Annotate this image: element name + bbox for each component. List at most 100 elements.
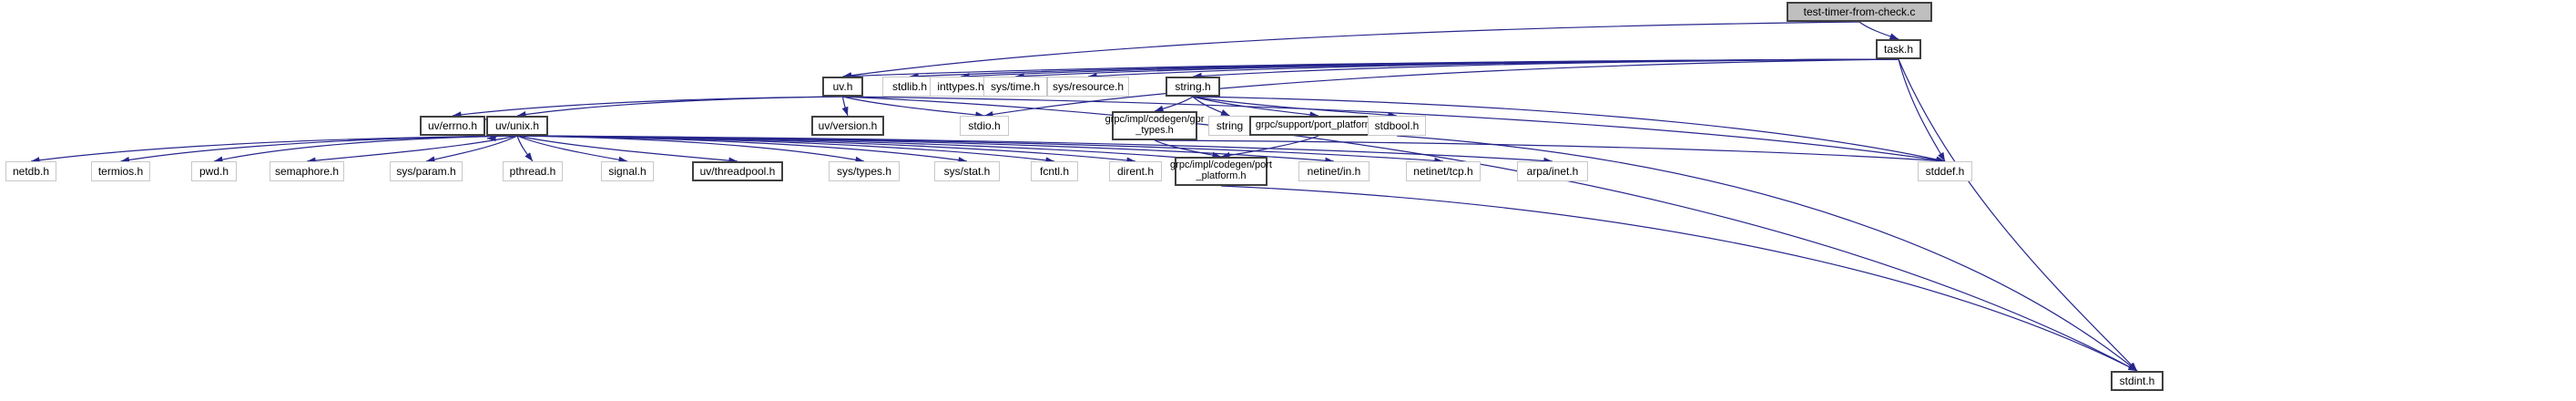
node-label: sys/time.h (990, 79, 1040, 93)
graph-node-pthread-h[interactable]: pthread.h (503, 161, 563, 181)
graph-node-dirent-h[interactable]: dirent.h (1109, 161, 1162, 181)
graph-edge (1192, 96, 1319, 118)
node-label: stdlib.h (891, 79, 928, 93)
graph-edge (1192, 58, 1899, 79)
node-label: test-timer-from-check.c (1803, 5, 1916, 18)
graph-edge (516, 135, 534, 162)
graph-node-uv-errno-h[interactable]: uv/errno.h (420, 116, 485, 136)
graph-edge (960, 58, 1899, 80)
graph-edge (306, 135, 518, 164)
graph-edge (1154, 139, 1222, 159)
node-label: semaphore.h (274, 164, 340, 178)
graph-edge (425, 135, 518, 163)
graph-node-netinet-in-h[interactable]: netinet/in.h (1298, 161, 1369, 181)
graph-node-stdint-h[interactable]: stdint.h (2111, 371, 2164, 391)
graph-node-test-timer-from-check-c[interactable]: test-timer-from-check.c (1787, 2, 1932, 22)
graph-edge (1396, 135, 2138, 372)
node-label: uv/unix.h (494, 118, 540, 132)
graph-node-stddef-h[interactable]: stddef.h (1918, 161, 1972, 181)
graph-node-string-h[interactable]: string.h (1166, 77, 1220, 97)
graph-edge (452, 96, 843, 118)
node-label: task.h (1883, 42, 1913, 56)
graph-node-semaphore-h[interactable]: semaphore.h (270, 161, 344, 181)
graph-node-stdlib-h[interactable]: stdlib.h (882, 77, 937, 97)
node-label: sys/types.h (836, 164, 892, 178)
graph-edge (1154, 96, 1194, 112)
graph-node-arpa-inet-h[interactable]: arpa/inet.h (1517, 161, 1588, 181)
graph-edge (909, 58, 1899, 80)
graph-node-grpc-impl-codegen-port-platform-h[interactable]: grpc/impl/codegen/port _platform.h (1170, 157, 1272, 186)
node-label: grpc/impl/codegen/port _platform.h (1170, 159, 1272, 181)
node-label: pwd.h (199, 164, 229, 178)
graph-node-sys-resource-h[interactable]: sys/resource.h (1047, 77, 1129, 97)
node-label: uv/threadpool.h (699, 164, 776, 178)
graph-node-uv-version-h[interactable]: uv/version.h (811, 116, 884, 136)
graph-edge (1014, 58, 1899, 80)
graph-edge (842, 96, 985, 118)
node-label: netdb.h (12, 164, 50, 178)
graph-edge (1087, 58, 1899, 80)
node-label: stddef.h (1925, 164, 1965, 178)
graph-edge (516, 96, 843, 118)
graph-node-fcntl-h[interactable]: fcntl.h (1031, 161, 1078, 181)
node-label: string (1216, 118, 1244, 132)
node-label: signal.h (608, 164, 647, 178)
graph-node-uv-h[interactable]: uv.h (822, 77, 863, 97)
graph-node-netinet-tcp-h[interactable]: netinet/tcp.h (1406, 161, 1481, 181)
node-label: stdio.h (968, 118, 1001, 132)
node-label: termios.h (97, 164, 144, 178)
graph-node-signal-h[interactable]: signal.h (601, 161, 654, 181)
graph-node-sys-param-h[interactable]: sys/param.h (390, 161, 463, 181)
node-label: uv.h (832, 79, 853, 93)
graph-node-stdbool-h[interactable]: stdbool.h (1368, 116, 1426, 136)
graph-edge (516, 135, 738, 164)
graph-edge (516, 135, 968, 164)
graph-edge (1220, 185, 2138, 372)
graph-edge (842, 96, 2138, 372)
graph-edge (516, 135, 1136, 164)
node-label: netinet/tcp.h (1413, 164, 1473, 178)
graph-node-grpc-impl-codegen-gpr-types-h[interactable]: grpc/impl/codegen/gpr _types.h (1105, 111, 1204, 140)
node-label: string.h (1175, 79, 1211, 93)
graph-node-pwd-h[interactable]: pwd.h (191, 161, 237, 181)
node-label: fcntl.h (1039, 164, 1069, 178)
graph-edge (841, 96, 849, 117)
node-label: uv/version.h (818, 118, 878, 132)
graph-node-string[interactable]: string (1208, 116, 1251, 136)
graph-edge (1220, 135, 1319, 159)
graph-edge (842, 21, 1860, 79)
graph-edge (516, 135, 865, 163)
node-label: stdint.h (2119, 374, 2155, 387)
node-label: arpa/inet.h (1526, 164, 1579, 178)
graph-edge (516, 135, 628, 163)
node-label: sys/resource.h (1052, 79, 1125, 93)
node-label: dirent.h (1116, 164, 1155, 178)
graph-edge (1898, 58, 1946, 162)
graph-node-sys-time-h[interactable]: sys/time.h (983, 77, 1047, 97)
node-label: uv/errno.h (427, 118, 478, 132)
node-label: netinet/in.h (1307, 164, 1361, 178)
graph-edge (1898, 58, 2138, 372)
graph-node-stdio-h[interactable]: stdio.h (960, 116, 1009, 136)
graph-edge (1154, 139, 1946, 164)
node-label: stdbool.h (1374, 118, 1420, 132)
graph-edge (516, 135, 1055, 164)
graph-edge (120, 135, 518, 164)
graph-edge (30, 135, 518, 164)
graph-node-sys-types-h[interactable]: sys/types.h (829, 161, 900, 181)
graph-node-task-h[interactable]: task.h (1876, 39, 1921, 59)
graph-node-uv-threadpool-h[interactable]: uv/threadpool.h (692, 161, 783, 181)
graph-edge (213, 135, 518, 163)
graph-node-inttypes-h[interactable]: inttypes.h (930, 77, 992, 97)
node-label: sys/stat.h (943, 164, 991, 178)
graph-node-sys-stat-h[interactable]: sys/stat.h (934, 161, 1000, 181)
graph-node-grpc-support-port-platform-h[interactable]: grpc/support/port_platform.h (1249, 116, 1388, 136)
node-label: grpc/impl/codegen/gpr _types.h (1105, 114, 1205, 136)
graph-edge (1192, 96, 1398, 118)
graph-node-uv-unix-h[interactable]: uv/unix.h (486, 116, 548, 136)
graph-node-netdb-h[interactable]: netdb.h (5, 161, 56, 181)
node-label: grpc/support/port_platform.h (1255, 119, 1382, 131)
graph-node-termios-h[interactable]: termios.h (91, 161, 150, 181)
